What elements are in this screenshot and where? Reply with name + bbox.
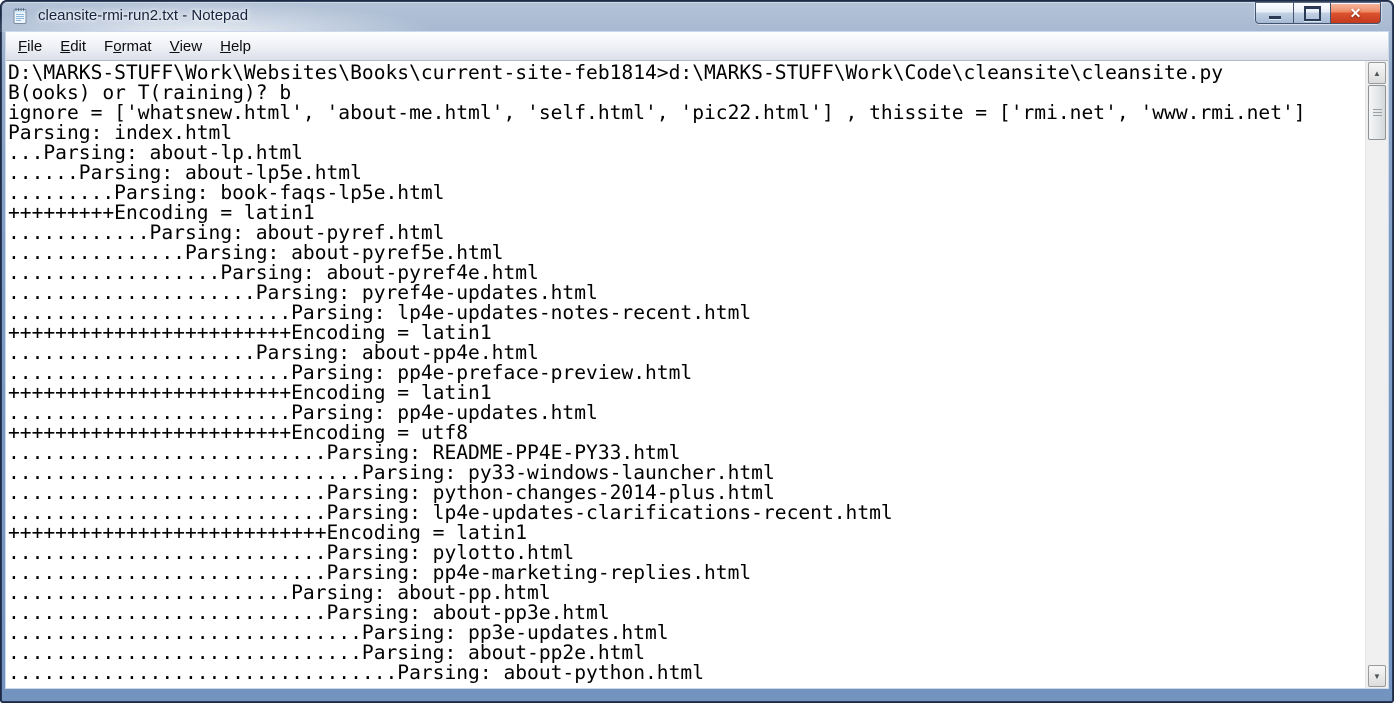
minimize-button[interactable]	[1255, 2, 1294, 24]
text-line[interactable]: ........................Parsing: pp4e-pr…	[8, 361, 693, 384]
maximize-icon	[1303, 5, 1321, 21]
text-line[interactable]: .....................Parsing: about-pp4e…	[8, 341, 539, 364]
text-line[interactable]: .........Parsing: book-faqs-lp5e.html	[8, 181, 445, 204]
text-line[interactable]: ...Parsing: about-lp.html	[8, 141, 303, 164]
text-line[interactable]: ...........................Parsing: lp4e…	[8, 501, 893, 524]
text-line[interactable]: ...............Parsing: about-pyref5e.ht…	[8, 241, 504, 264]
text-content[interactable]: D:\MARKS-STUFF\Work\Websites\Books\curre…	[8, 63, 1364, 688]
close-icon: ✕	[1349, 4, 1362, 21]
text-line[interactable]: ++++++++++++++++++++++++Encoding = utf8	[8, 421, 469, 444]
title-bar[interactable]: cleansite-rmi-run2.txt - Notepad ✕	[0, 0, 1394, 32]
vertical-scrollbar[interactable]: ▲ ▼	[1365, 61, 1388, 688]
text-line[interactable]: B(ooks) or T(raining)? b	[8, 81, 292, 104]
text-line[interactable]: .....................Parsing: pyref4e-up…	[8, 281, 598, 304]
text-line[interactable]: ...........................Parsing: pp4e…	[8, 561, 752, 584]
text-line[interactable]: ...........................Parsing: pyth…	[8, 481, 775, 504]
text-line[interactable]: +++++++++Encoding = latin1	[8, 201, 315, 224]
text-line[interactable]: ..............................Parsing: p…	[8, 621, 669, 644]
close-button[interactable]: ✕	[1331, 2, 1381, 24]
text-line[interactable]: ..............................Parsing: a…	[8, 641, 646, 664]
scrollbar-thumb[interactable]	[1368, 85, 1386, 140]
text-line[interactable]: D:\MARKS-STUFF\Work\Websites\Books\curre…	[8, 63, 1224, 84]
text-line[interactable]: ignore = ['whatsnew.html', 'about-me.htm…	[8, 101, 1306, 124]
text-line[interactable]: ............Parsing: about-pyref.html	[8, 221, 445, 244]
maximize-button[interactable]	[1294, 2, 1331, 24]
window-title: cleansite-rmi-run2.txt - Notepad	[38, 7, 249, 24]
text-line[interactable]: ........................Parsing: lp4e-up…	[8, 301, 752, 324]
text-line[interactable]: ..............................Parsing: p…	[8, 461, 775, 484]
text-line[interactable]: ...........................Parsing: READ…	[8, 441, 681, 464]
arrow-up-icon: ▲	[1373, 68, 1381, 78]
text-line[interactable]: ......Parsing: about-lp5e.html	[8, 161, 362, 184]
text-line[interactable]: .................................Parsing…	[8, 661, 704, 684]
text-line[interactable]: +++++++++++++++++++++++++++Encoding = la…	[8, 521, 528, 544]
text-line[interactable]: ..................Parsing: about-pyref4e…	[8, 261, 539, 284]
text-line[interactable]: ++++++++++++++++++++++++Encoding = latin…	[8, 381, 492, 404]
scroll-down-button[interactable]: ▼	[1368, 665, 1386, 687]
text-line[interactable]: ...........................Parsing: pylo…	[8, 541, 575, 564]
text-line[interactable]: Parsing: index.html	[8, 121, 233, 144]
text-line[interactable]: ........................Parsing: about-p…	[8, 581, 551, 604]
arrow-down-icon: ▼	[1373, 671, 1381, 681]
text-line[interactable]: ........................Parsing: pp4e-up…	[8, 401, 598, 424]
text-line[interactable]: ++++++++++++++++++++++++Encoding = latin…	[8, 321, 492, 344]
caption-button-group: ✕	[1255, 2, 1381, 24]
editor-area: D:\MARKS-STUFF\Work\Websites\Books\curre…	[6, 61, 1388, 688]
minimize-icon	[1268, 16, 1281, 19]
notepad-icon[interactable]	[11, 7, 29, 25]
thumb-gripper-icon	[1372, 108, 1382, 117]
scroll-up-button[interactable]: ▲	[1368, 62, 1386, 84]
text-line[interactable]: ...........................Parsing: abou…	[8, 601, 610, 624]
